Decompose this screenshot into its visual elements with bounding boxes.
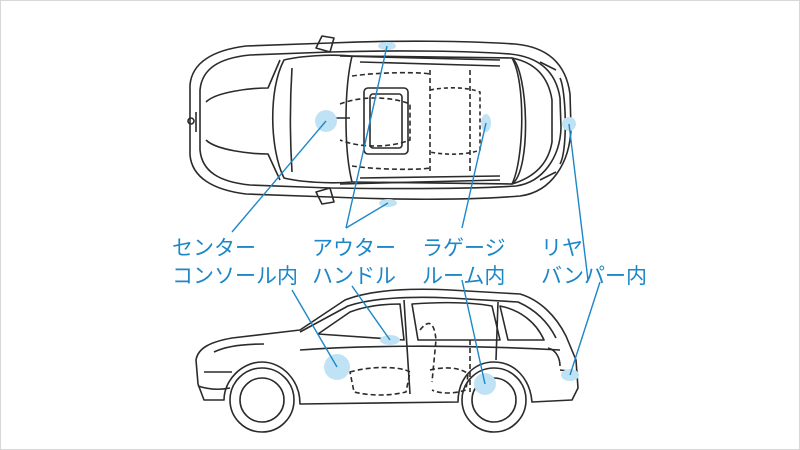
label-center-console-line1: センター [172,236,256,260]
car-side-view [195,288,579,433]
label-outer-handle-line2: ハンドル [312,264,396,288]
label-luggage-room-line2: ルーム内 [422,264,506,288]
leader-luggage-side [461,279,486,385]
label-luggage-room: ラゲージ ルーム内 [422,234,506,290]
label-rear-bumper-line1: リヤ [541,236,583,260]
label-rear-bumper-line2: バンパー内 [541,264,648,288]
leader-luggage-top [461,122,487,229]
label-center-console: センター コンソール内 [172,234,298,290]
leader-lines [231,45,601,385]
label-rear-bumper: リヤ バンパー内 [541,234,647,290]
label-outer-handle-line1: アウター [312,236,396,260]
label-luggage-room-line1: ラゲージ [422,236,506,260]
leader-console-top [231,120,327,233]
label-outer-handle: アウター ハンドル [312,234,396,290]
leader-console-side [291,289,338,368]
car-top-view [187,35,572,205]
marker-group [315,42,579,395]
leader-bumper-side [569,281,601,376]
leader-handle-side [351,285,391,341]
label-center-console-line2: コンソール内 [172,264,298,288]
leader-handle-top-left [345,45,388,229]
leader-bumper-top [568,123,589,281]
leader-handle-top-right [345,202,389,229]
